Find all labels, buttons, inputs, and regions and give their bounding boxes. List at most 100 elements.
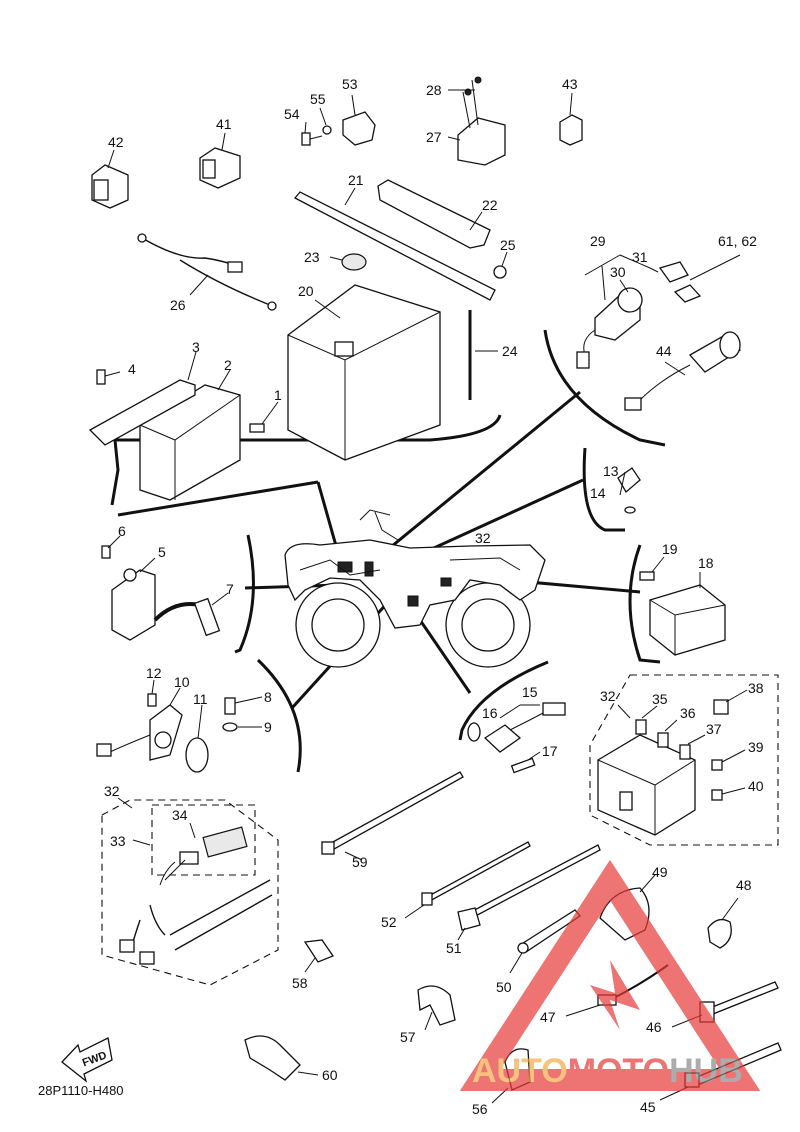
callout-29: 29 (590, 233, 606, 249)
callout-32-harness: 32 (104, 783, 120, 799)
callout-26: 26 (170, 297, 186, 313)
callout-15: 15 (522, 684, 538, 700)
part-15-sensor-lead (483, 702, 566, 753)
part-3-bracket (88, 351, 197, 446)
part-19-bolt (639, 556, 665, 581)
part-16-o-ring (467, 722, 481, 742)
callout-10: 10 (174, 674, 190, 690)
callout-3: 3 (192, 339, 200, 355)
part-44-dc-jack (624, 331, 742, 411)
callout-30: 30 (610, 264, 626, 280)
part-14-gasket (624, 506, 636, 514)
callout-2: 2 (224, 357, 232, 373)
callout-36: 36 (680, 705, 696, 721)
part-54-bolt (301, 121, 323, 146)
callout-43: 43 (562, 76, 578, 92)
watermark-hub: HUB (669, 1052, 743, 1090)
callout-32-fuse-box: 32 (600, 688, 616, 704)
callout-22: 22 (482, 197, 498, 213)
callout-11: 11 (193, 691, 208, 707)
callout-14: 14 (590, 485, 606, 501)
part-18-rectifier (649, 572, 726, 656)
callout-41: 41 (216, 116, 232, 132)
part-32-fuse-box-group (589, 674, 779, 846)
part-28-bolts (448, 76, 482, 129)
part-22-bracket (377, 179, 491, 249)
part-21-battery-band (293, 187, 496, 301)
callout-24: 24 (502, 343, 518, 359)
callout-4: 4 (128, 361, 136, 377)
part-30-lock (619, 279, 629, 293)
part-43-relay (559, 92, 583, 146)
part-57-clamp (417, 985, 456, 1031)
part-36-fuse (657, 719, 678, 748)
part-60-clamp (244, 1035, 319, 1081)
part-8-switch (224, 696, 263, 715)
callout-34: 34 (172, 807, 188, 823)
callout-45: 45 (640, 1099, 656, 1115)
part-55-washer (319, 107, 332, 135)
part-39-cap (711, 749, 746, 771)
callout-5: 5 (158, 544, 166, 560)
part-52-cable-tie (404, 841, 531, 919)
callout-21: 21 (348, 172, 364, 188)
part-48-clamp (707, 897, 739, 949)
callout-labels: 1 2 3 4 5 6 7 8 9 10 11 12 13 14 15 16 1… (104, 76, 764, 1117)
callout-51: 51 (446, 940, 462, 956)
part-25-nut (493, 251, 508, 279)
callout-23: 23 (304, 249, 320, 265)
callout-37: 37 (706, 721, 722, 737)
watermark-triangle-icon (459, 859, 761, 1091)
callout-47: 47 (540, 1009, 556, 1025)
callout-58: 58 (292, 975, 308, 991)
part-17-bolt (510, 751, 541, 774)
callout-12: 12 (146, 665, 162, 681)
callout-57: 57 (400, 1029, 416, 1045)
part-5-ignition-coil (111, 557, 156, 641)
svg-text:AUTOMOTOHUB: AUTOMOTOHUB (472, 1052, 743, 1090)
callout-1: 1 (274, 387, 282, 403)
part-7-plug-cap (153, 592, 229, 637)
part-38-fuse-cover (713, 689, 748, 715)
callout-52: 52 (381, 914, 397, 930)
part-6-bolt (101, 535, 121, 559)
diagram-code: 28P1110-H480 (38, 1083, 124, 1098)
callout-49: 49 (652, 864, 668, 880)
callout-27: 27 (426, 129, 442, 145)
part-61-62-keys (658, 254, 741, 303)
callout-61-62: 61, 62 (718, 233, 757, 249)
callout-19: 19 (662, 541, 678, 557)
part-40-cap (711, 787, 746, 801)
callout-42: 42 (108, 134, 124, 150)
callout-48: 48 (736, 877, 752, 893)
atv-illustration (284, 509, 546, 668)
callout-20: 20 (298, 283, 314, 299)
callout-59: 59 (352, 854, 368, 870)
callout-31: 31 (632, 249, 648, 265)
callout-60: 60 (322, 1067, 338, 1083)
part-9-gasket (222, 722, 262, 732)
callout-50: 50 (496, 979, 512, 995)
part-41-relay (199, 132, 241, 189)
part-29-main-switch (576, 254, 651, 369)
part-13-sensor (617, 467, 641, 496)
callout-7: 7 (226, 581, 234, 597)
callout-25: 25 (500, 237, 516, 253)
part-31-nut (649, 267, 659, 273)
callout-13: 13 (603, 463, 619, 479)
callout-55: 55 (310, 91, 326, 107)
callout-8: 8 (264, 689, 272, 705)
part-58-clip (303, 939, 334, 973)
zone-outlines (110, 329, 666, 773)
callout-56: 56 (472, 1101, 488, 1117)
callout-38: 38 (748, 680, 764, 696)
part-27-relay (447, 117, 506, 166)
part-23-damper (329, 253, 367, 271)
part-2-ecu (139, 369, 241, 501)
callout-9: 9 (264, 719, 272, 735)
watermark-moto: MOTO (568, 1052, 669, 1090)
part-20-battery (287, 284, 441, 461)
callout-54: 54 (284, 106, 300, 122)
